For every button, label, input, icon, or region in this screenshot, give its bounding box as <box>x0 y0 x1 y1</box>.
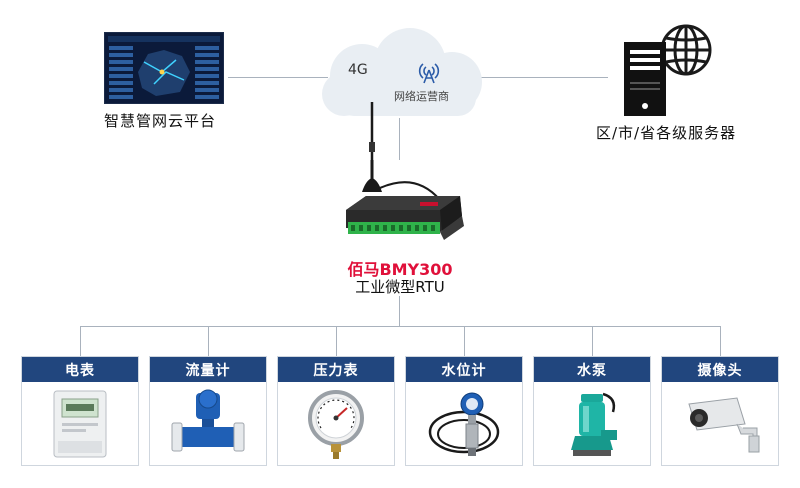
card-label: 水泵 <box>534 357 650 382</box>
card-electric-meter: 电表 <box>21 356 139 466</box>
rtu-device-icon <box>346 102 464 240</box>
platform-label: 智慧管网云平台 <box>104 112 217 130</box>
rtu-device <box>336 98 468 254</box>
line-drop-6 <box>720 326 721 356</box>
line-cloud-server <box>478 77 608 78</box>
cloud-4g-label: 4G <box>348 62 368 78</box>
server-globe-icon <box>624 24 712 116</box>
electric-meter-icon <box>53 390 107 458</box>
card-label: 流量计 <box>150 357 266 382</box>
line-drop-1 <box>80 326 81 356</box>
line-drop-2 <box>208 326 209 356</box>
card-pressure-gauge: 压力表 <box>277 356 395 466</box>
card-water-level: 水位计 <box>405 356 523 466</box>
server <box>620 22 716 118</box>
pressure-gauge-icon <box>308 390 364 459</box>
line-bus <box>80 326 720 327</box>
card-label: 电表 <box>22 357 138 382</box>
card-water-pump: 水泵 <box>533 356 651 466</box>
flow-meter-icon <box>171 389 245 452</box>
platform-monitor <box>103 31 225 105</box>
line-rtu-bus <box>399 296 400 326</box>
device-brand: 佰马BMY300 <box>347 260 453 279</box>
cloud-operator-label: 网络运营商 <box>394 90 449 103</box>
line-drop-3 <box>336 326 337 356</box>
line-platform-cloud <box>228 77 328 78</box>
water-level-sensor-icon <box>428 392 500 456</box>
line-drop-5 <box>592 326 593 356</box>
server-label: 区/市/省各级服务器 <box>596 124 737 142</box>
antenna-signal-icon <box>418 63 440 84</box>
device-model: 工业微型RTU <box>355 278 445 296</box>
card-label: 水位计 <box>406 357 522 382</box>
camera-icon <box>688 397 760 453</box>
card-camera: 摄像头 <box>661 356 779 466</box>
card-label: 摄像头 <box>662 357 778 382</box>
line-drop-4 <box>464 326 465 356</box>
card-label: 压力表 <box>278 357 394 382</box>
card-flow-meter: 流量计 <box>149 356 267 466</box>
line-cloud-rtu <box>399 118 400 160</box>
dashboard-screen-icon <box>103 31 225 105</box>
water-pump-icon <box>571 392 617 456</box>
